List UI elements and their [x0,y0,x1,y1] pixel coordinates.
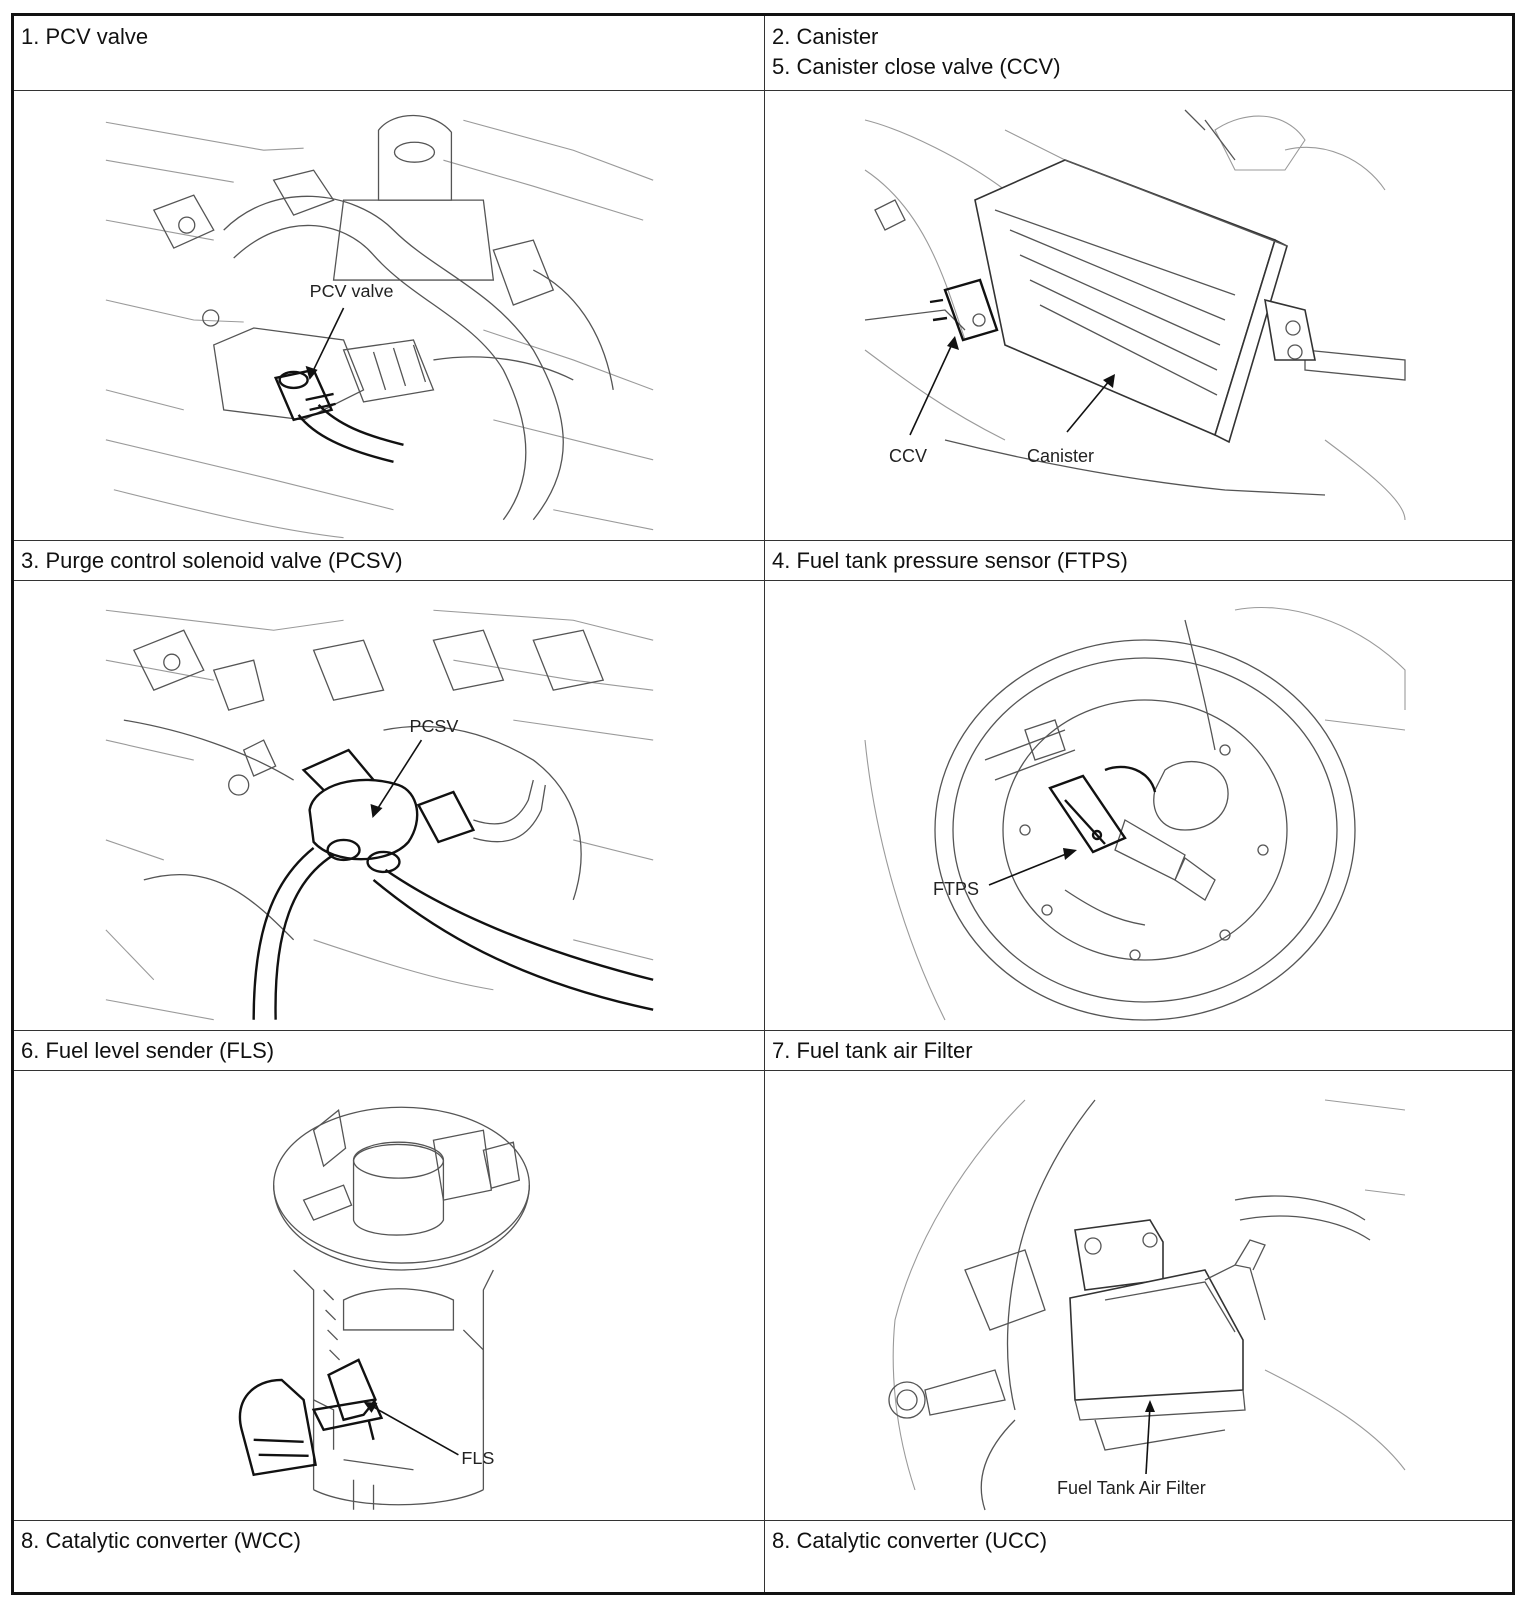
canister-body [974,159,1316,444]
fls-callout-arrowhead [363,1401,378,1413]
fls-figure: FLS [14,1070,765,1520]
cell-pcsv-title: 3. Purge control solenoid valve (PCSV) [14,540,765,580]
canister-figure: CCV Canister [765,90,1512,540]
cell-ucc-title: 8. Catalytic converter (UCC) [765,1520,1512,1592]
pcsv-hoses [252,847,654,1020]
table-row: 3. Purge control solenoid valve (PCSV) 4… [14,540,1512,581]
pcsv-callout-label: PCSV [409,716,458,736]
fls-illustration: FLS [238,1106,530,1510]
ftps-title: 4. Fuel tank pressure sensor (FTPS) [772,548,1128,573]
air-filter-callout-arrowhead [1145,1400,1155,1412]
canister-title: 2. Canister [772,24,879,49]
air-filter-part [1069,1219,1266,1451]
canister-illustration: CCV Canister [864,109,1406,521]
cell-pcv-title: 1. PCV valve [14,16,765,90]
canister-callout-arrowhead [1103,374,1115,388]
ucc-title: 8. Catalytic converter (UCC) [772,1528,1048,1553]
ftps-illustration: FTPS [864,607,1406,1021]
pcv-callout-arrow [310,307,345,375]
fuel-tank-linework [864,607,1406,1021]
wcc-title: 8. Catalytic converter (WCC) [21,1528,301,1553]
air-filter-figure: Fuel Tank Air Filter [765,1070,1512,1520]
ftps-callout-label: FTPS [933,879,979,899]
air-filter-illustration: Fuel Tank Air Filter [888,1099,1406,1511]
ftps-figure: FTPS [765,580,1512,1030]
cell-ftps-title: 4. Fuel tank pressure sensor (FTPS) [765,540,1512,580]
ccv-callout-arrow [909,341,954,436]
pcsv-part [301,748,546,874]
fls-title: 6. Fuel level sender (FLS) [21,1038,275,1063]
pcv-figure: PCV valve [14,90,765,540]
air-filter-callout-arrow [1145,1405,1151,1475]
canister-callout-label: Canister [1027,446,1094,466]
fls-callout-label: FLS [461,1448,494,1468]
canister-callout-arrow [1066,379,1111,433]
pcv-title: 1. PCV valve [21,24,149,49]
air-filter-callout-label: Fuel Tank Air Filter [1057,1478,1206,1498]
ftps-callout-arrow [988,851,1072,886]
cell-canister-title: 2. Canister 5. Canister close valve (CCV… [765,16,1512,90]
pcv-callout-arrowhead [305,365,318,380]
table-row: PCSV [14,580,1512,1031]
ftps-part [1048,765,1157,854]
cell-fls-title: 6. Fuel level sender (FLS) [14,1030,765,1070]
pcsv-figure: PCSV [14,580,765,1030]
underbody-linework [888,1099,1406,1511]
pcsv-callout-arrow [374,739,423,813]
cell-wcc-title: 8. Catalytic converter (WCC) [14,1520,765,1592]
air-filter-title: 7. Fuel tank air Filter [772,1038,973,1063]
ftps-callout-arrowhead [1063,848,1077,860]
ccv-part [929,278,999,342]
table-row: 8. Catalytic converter (WCC) 8. Catalyti… [14,1520,1512,1592]
fuel-pump-module [273,1106,530,1510]
table-row: 6. Fuel level sender (FLS) 7. Fuel tank … [14,1030,1512,1071]
pcv-valve-part [273,368,404,463]
table-row: FLS [14,1070,1512,1521]
cell-air-filter-title: 7. Fuel tank air Filter [765,1030,1512,1070]
pcsv-callout-arrowhead [370,804,383,818]
table-row: PCV valve [14,90,1512,541]
fls-part [238,1358,384,1477]
fls-callout-arrow [369,1404,459,1456]
ccv-title: 5. Canister close valve (CCV) [772,54,1061,79]
engine-bay-linework [105,609,654,1021]
table-row: 1. PCV valve 2. Canister 5. Canister clo… [14,16,1512,91]
pcv-valve-illustration: PCV valve [105,114,654,539]
pcsv-illustration: PCSV [105,609,654,1021]
chassis-linework [864,109,1406,521]
component-location-table: 1. PCV valve 2. Canister 5. Canister clo… [11,13,1515,1595]
engine-bay-linework [105,114,654,539]
pcsv-title: 3. Purge control solenoid valve (PCSV) [21,548,403,573]
pcv-callout-label: PCV valve [310,281,394,301]
ccv-callout-label: CCV [889,446,927,466]
ccv-callout-arrowhead [947,336,959,350]
